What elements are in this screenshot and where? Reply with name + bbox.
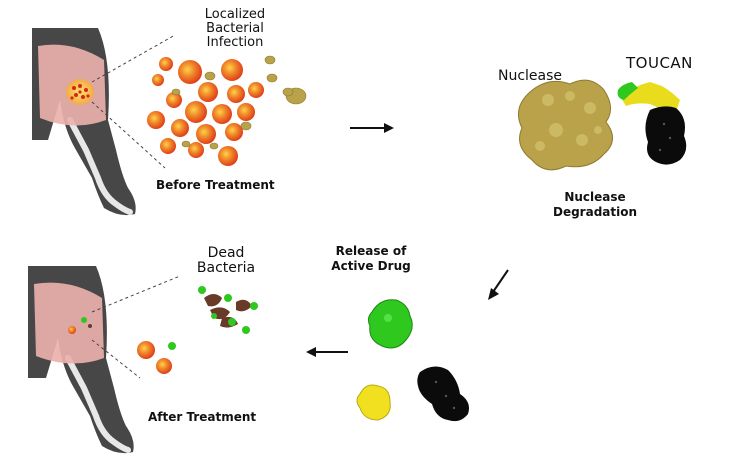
- residual-bacteria: [137, 341, 176, 374]
- leg-bone-bottom: [65, 355, 131, 453]
- leg-before-treatment: [32, 28, 176, 216]
- arrow-right-icon: [350, 123, 394, 133]
- dead-bacteria-line-1: Dead: [207, 245, 245, 261]
- drug-green-molecule: [367, 299, 413, 349]
- bacteria-cluster-top: [147, 55, 307, 166]
- toucan-molecule: [617, 82, 687, 165]
- infection-label: Localized Bacterial Infection: [180, 8, 290, 50]
- nuclease-label: Nuclease: [498, 68, 563, 84]
- dead-bacteria-label: Dead Bacteria: [190, 246, 262, 276]
- drug-yellow-molecule: [356, 384, 391, 421]
- infection-label-line-2: Bacterial: [206, 21, 264, 36]
- arrow-left-icon: [306, 347, 348, 357]
- nuclease-degradation-caption: Nuclease Degradation: [540, 190, 650, 220]
- arrow-down-left-icon: [488, 269, 509, 300]
- leg-after-treatment: [28, 266, 181, 454]
- nuclease-degradation-line-2: Degradation: [552, 205, 638, 219]
- dead-bacteria-cluster: [198, 286, 258, 334]
- dead-bacteria-line-2: Bacteria: [196, 260, 256, 276]
- leg-bone-top: [67, 117, 133, 215]
- release-drug-line-1: Release of: [335, 244, 407, 258]
- nuclease-protein: [517, 79, 613, 171]
- before-treatment-caption: Before Treatment: [156, 178, 275, 192]
- release-drug-line-2: Active Drug: [331, 259, 411, 273]
- infection-dots-top: [70, 84, 90, 100]
- nuclease-degradation-line-1: Nuclease: [564, 190, 626, 204]
- toucan-label: TOUCAN: [626, 54, 693, 72]
- leg-skin-bottom: [34, 282, 104, 364]
- drug-black-molecule: [417, 366, 469, 422]
- release-drug-caption: Release of Active Drug: [316, 244, 426, 274]
- after-treatment-caption: After Treatment: [148, 410, 257, 424]
- infection-label-line-3: Infection: [206, 35, 264, 50]
- infection-label-line-1: Localized: [204, 7, 266, 22]
